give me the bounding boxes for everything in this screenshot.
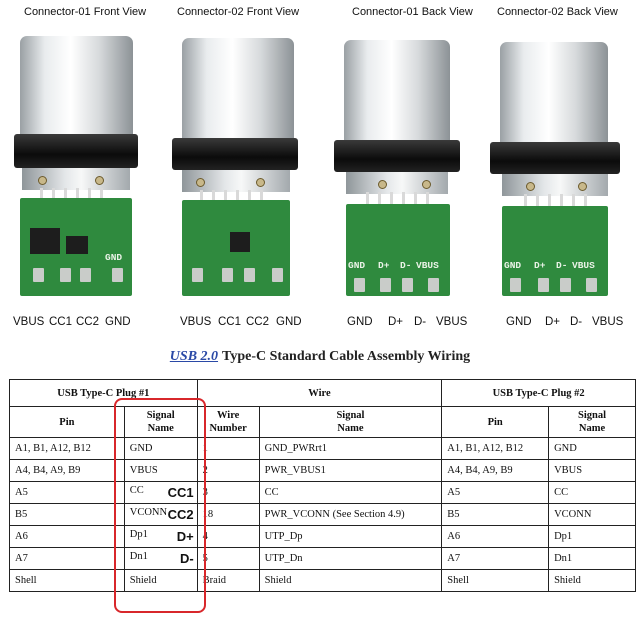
table-cell-wsig: UTP_Dp	[258, 525, 443, 548]
pin-label: VBUS	[180, 316, 212, 328]
table-cell-wire: 3	[196, 481, 260, 504]
table-cell-pin1: A4, B4, A9, B9	[9, 459, 125, 482]
table-cell-wire: Braid	[196, 569, 260, 592]
dminus-silkscreen: D-	[400, 260, 412, 271]
table-cell-pin2: Shell	[441, 569, 550, 592]
table-cell-sig2: GND	[548, 437, 636, 460]
table-cell-pin1: A6	[9, 525, 125, 548]
table-cell-wsig: Shield	[258, 569, 443, 592]
dminus-silkscreen: D-	[556, 260, 568, 271]
vbus-silkscreen: VBUS	[572, 260, 595, 271]
pin-label: D+	[545, 316, 561, 328]
table-cell-wsig: GND_PWRrt1	[258, 437, 443, 460]
table-cell-wsig: UTP_Dn	[258, 547, 443, 570]
table-cell-pin2: A4, B4, A9, B9	[441, 459, 550, 482]
table-cell-pin2: B5	[441, 503, 550, 526]
table-cell-sig2: VCONN	[548, 503, 636, 526]
gnd-silkscreen: GND	[105, 252, 123, 263]
vbus-silkscreen: VBUS	[416, 260, 439, 271]
wiring-table: USB Type-C Plug #1 Wire USB Type-C Plug …	[9, 379, 636, 592]
connector-01-front-view-title: Connector-01 Front View	[24, 6, 147, 18]
connector-02-front-image	[160, 0, 320, 310]
connector-02-back-view-title: Connector-02 Back View	[497, 6, 618, 18]
table-cell-wire: 1	[196, 437, 260, 460]
table-cell-pin2: A1, B1, A12, B12	[441, 437, 550, 460]
table-cell-sig2: Shield	[548, 569, 636, 592]
table-cell-pin1: B5	[9, 503, 125, 526]
pin-label: CC2	[76, 316, 100, 328]
pin-label: CC2	[246, 316, 270, 328]
pin-label: VBUS	[13, 316, 45, 328]
connector-02-front-view-title: Connector-02 Front View	[177, 6, 300, 18]
table-cell-wire: 18	[196, 503, 260, 526]
table-cell-sig2: Dn1	[548, 547, 636, 570]
pin-label: GND	[506, 316, 532, 328]
pin-label: D+	[388, 316, 404, 328]
signal-annotation: D+	[176, 529, 194, 544]
connector-01-front-image: GND	[0, 0, 160, 310]
pin-label: GND	[276, 316, 302, 328]
pin-label: D-	[570, 316, 583, 328]
connector-01-back-image: GND D+ D- VBUS	[330, 0, 480, 310]
table-cell-pin2: A5	[441, 481, 550, 504]
connector-01-back-view-title: Connector-01 Back View	[352, 6, 473, 18]
dplus-silkscreen: D+	[378, 260, 390, 271]
pin-label: CC1	[218, 316, 242, 328]
table-cell-sig2: Dp1	[548, 525, 636, 548]
signal-annotation: D-	[179, 551, 194, 566]
pin-label: GND	[347, 316, 373, 328]
table-cell-wire: 4	[196, 525, 260, 548]
table-cell-wsig: CC	[258, 481, 443, 504]
table-cell-pin1: A5	[9, 481, 125, 504]
pin-label: D-	[414, 316, 427, 328]
column-header: Pin	[9, 406, 125, 438]
table-cell-pin2: A7	[441, 547, 550, 570]
dplus-silkscreen: D+	[534, 260, 546, 271]
signal-annotation: CC1	[167, 485, 194, 500]
pin-label: CC1	[49, 316, 73, 328]
usb-2-0-link[interactable]: USB 2.0	[169, 349, 219, 364]
heading-text: Type-C Standard Cable Assembly Wiring	[222, 349, 471, 364]
pin-label: GND	[105, 316, 131, 328]
gnd-silkscreen: GND	[348, 260, 366, 271]
table-cell-pin1: A7	[9, 547, 125, 570]
pin-label: VBUS	[436, 316, 468, 328]
table-cell-sig2: VBUS	[548, 459, 636, 482]
table-cell-wire: 2	[196, 459, 260, 482]
signal-annotation: CC2	[167, 507, 194, 522]
table-cell-wire: 5	[196, 547, 260, 570]
group-header-plug-2: USB Type-C Plug #2	[441, 379, 636, 407]
column-header: Pin	[441, 406, 550, 438]
group-header-wire: Wire	[196, 379, 443, 407]
table-cell-sig2: CC	[548, 481, 636, 504]
table-cell-wsig: PWR_VBUS1	[258, 459, 443, 482]
table-cell-pin1: A1, B1, A12, B12	[9, 437, 125, 460]
connector-02-back-image: GND D+ D- VBUS	[488, 0, 640, 310]
table-cell-pin2: A6	[441, 525, 550, 548]
signal-name-highlight-box	[114, 398, 206, 613]
group-header-plug-1: USB Type-C Plug #1	[9, 379, 198, 407]
pin-label: VBUS	[592, 316, 624, 328]
table-cell-wsig: PWR_VCONN (See Section 4.9)	[258, 503, 443, 526]
gnd-silkscreen: GND	[504, 260, 522, 271]
table-cell-pin1: Shell	[9, 569, 125, 592]
